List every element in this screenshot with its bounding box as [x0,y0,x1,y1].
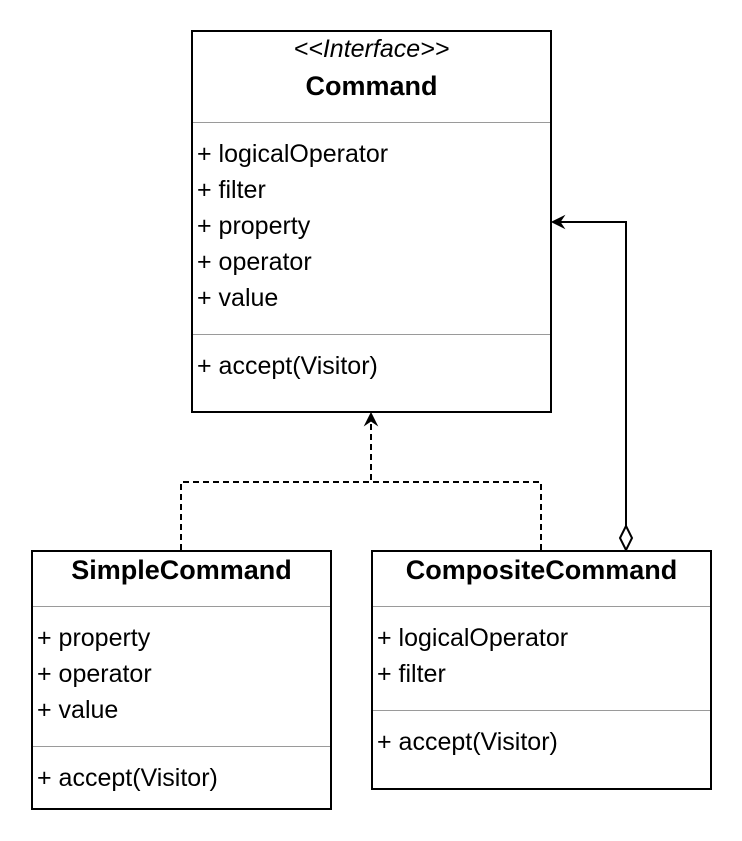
composite-command-header-divider [373,606,710,607]
command-attribute: + operator [197,248,312,276]
realization-connector [180,420,542,550]
realization-line-composite [371,481,542,550]
command-attribute: + filter [197,176,266,204]
command-methods-divider [193,334,550,335]
composite-command-methods-divider [373,710,710,711]
command-method: + accept(Visitor) [197,352,378,380]
command-attribute: + logicalOperator [197,140,389,168]
realization-arrowhead-icon [363,411,379,427]
command-stereotype: <<Interface>> [293,35,450,63]
simple-command-methods-divider [33,746,330,747]
simple-command-attribute: + operator [37,660,152,688]
command-attribute: + property [197,212,311,240]
simple-command-class: SimpleCommand + property + operator + va… [31,550,332,810]
simple-command-header-divider [33,606,330,607]
simple-command-attribute: + property [37,624,151,652]
simple-command-method: + accept(Visitor) [37,764,218,792]
composite-command-attribute: + filter [377,660,446,688]
aggregation-arrowhead-icon [550,214,566,230]
aggregation-diamond-icon [618,523,634,553]
aggregation-line [558,221,627,528]
simple-command-class-name: SimpleCommand [71,555,292,585]
command-class-name: Command [305,71,438,101]
simple-command-attribute: + value [37,696,119,724]
composite-command-method: + accept(Visitor) [377,728,558,756]
realization-line-simple [180,420,372,550]
command-attribute: + value [197,284,279,312]
command-interface-class: <<Interface>> Command + logicalOperator … [191,30,552,413]
command-header-divider [193,122,550,123]
composite-command-attribute: + logicalOperator [377,624,569,652]
composite-command-class: CompositeCommand + logicalOperator + fil… [371,550,712,790]
composite-command-class-name: CompositeCommand [405,555,678,585]
